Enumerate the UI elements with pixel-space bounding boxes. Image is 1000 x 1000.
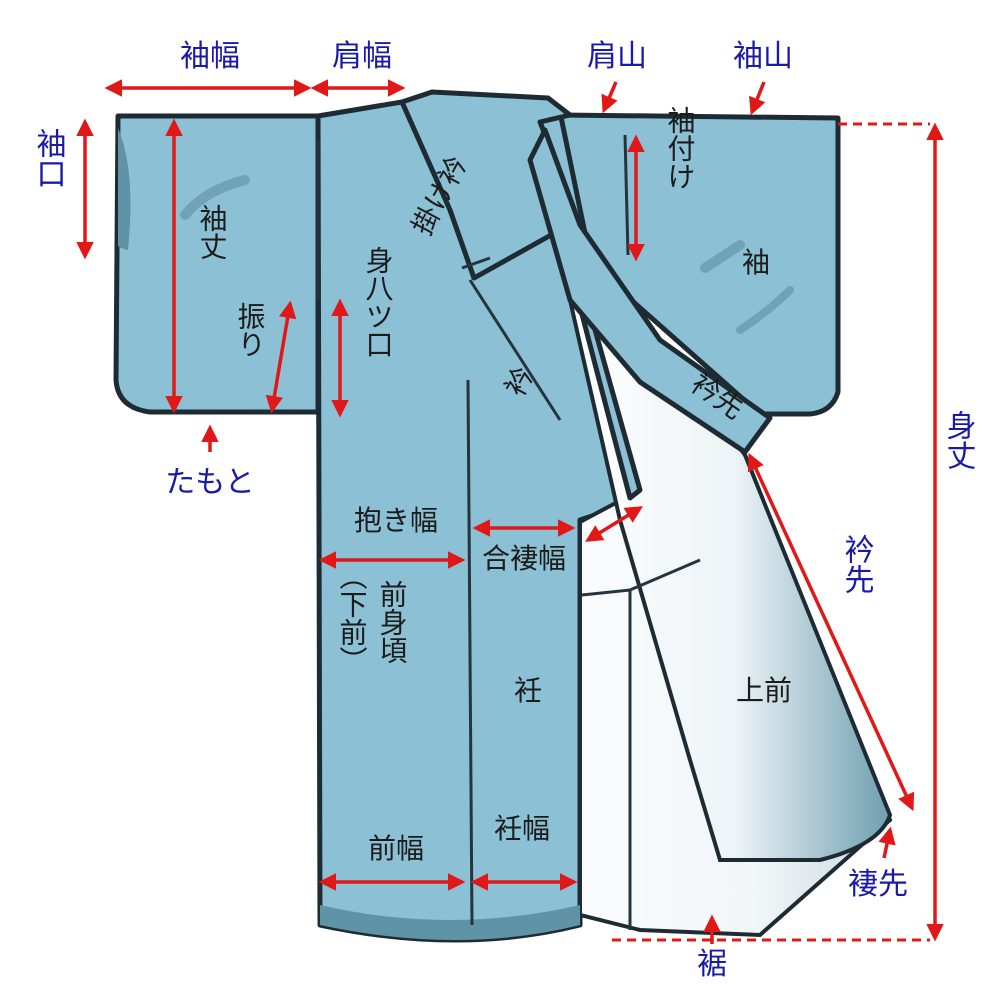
sodeyama-pointer — [749, 81, 766, 116]
fabric-highlight-3 — [736, 286, 794, 334]
kakeeri-division — [461, 256, 491, 270]
left-sleeve — [113, 113, 321, 415]
label-erisaki: 衿先 — [839, 534, 874, 594]
part-labels: 袖幅 肩幅 肩山 袖山 袖口 袖丈 振り たもと 身八ツ口 掛け衿 衿 袖付け … — [31, 39, 976, 982]
label-tamoto: たもと — [165, 465, 254, 500]
label-uwamae: 上前 — [736, 674, 792, 707]
label-aizumahaba: 合褄幅 — [482, 542, 566, 575]
sleeve-opening-shadow — [118, 128, 131, 250]
front-collar-strip — [527, 127, 773, 455]
furi-arrow — [265, 300, 297, 414]
inner-panel-line-2 — [629, 558, 701, 592]
label-katahaba: 肩幅 — [332, 39, 392, 74]
fabric-highlight — [180, 175, 250, 220]
label-furi: 振り — [234, 302, 267, 358]
label-sodeguchi: 袖口 — [31, 128, 67, 188]
okumi-seam — [466, 379, 474, 926]
label-suso: 裾 — [697, 947, 727, 982]
aizuma-slant-arrow — [585, 506, 643, 542]
label-sode: 袖 — [742, 246, 770, 279]
label-okumi: 衽 — [514, 674, 542, 707]
measurement-arrows — [76, 79, 944, 944]
fabric-highlight-2 — [700, 240, 745, 273]
label-sodeyama: 袖山 — [733, 39, 793, 74]
label-sodehaba: 袖幅 — [180, 39, 240, 74]
hem-shadow — [320, 905, 580, 940]
label-tsumasaki: 褄先 — [848, 867, 908, 902]
label-katayama: 肩山 — [587, 39, 647, 74]
collar-inner-line — [468, 279, 562, 421]
label-maemigoro: 前身頃 — [376, 580, 409, 664]
label-maehaba: 前幅 — [368, 832, 424, 865]
label-sodetsuke: 袖付け — [664, 106, 697, 190]
label-mitake: 身丈 — [941, 410, 976, 470]
label-sodetake: 袖丈 — [196, 204, 229, 260]
label-okumihaba: 衽幅 — [494, 812, 550, 845]
label-miyatsuguchi: 身八ツ口 — [362, 246, 395, 358]
katayama-pointer — [601, 81, 618, 114]
label-dakihaba: 抱き幅 — [354, 504, 438, 537]
tsumasaki-pointer — [878, 826, 896, 859]
label-shitamae: （下前） — [336, 562, 369, 674]
erisaki-arrow — [747, 452, 915, 812]
